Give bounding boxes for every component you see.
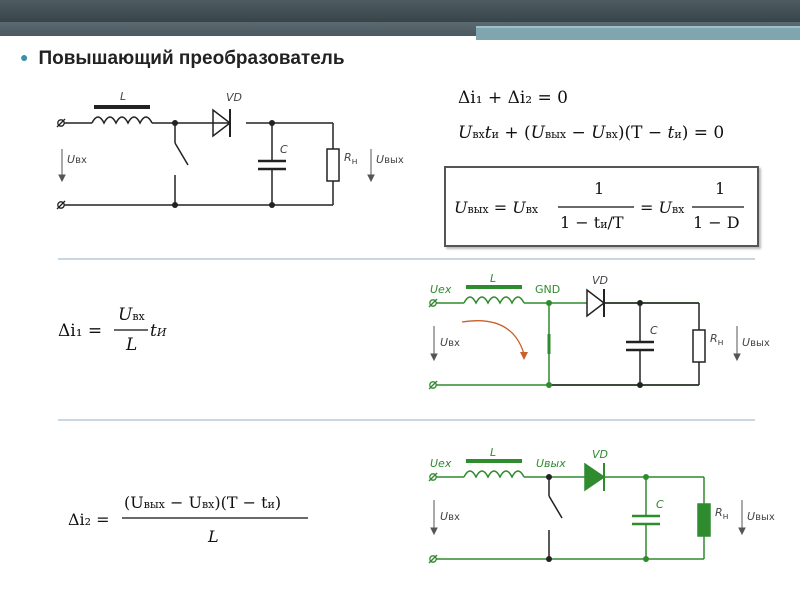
svg-text:tИ: tИ <box>150 321 167 341</box>
svg-text:Uвых = Uвх: Uвых = Uвх <box>454 198 539 217</box>
label-C: C <box>650 324 658 337</box>
label-C: C <box>280 143 288 156</box>
label-Uin: Uвх <box>440 510 460 523</box>
boost-converter-circuit-basic: L VD C Rн Uвх Uвых <box>56 90 404 210</box>
svg-text:Uвхtи + (Uвых − Uвх)(T − tи) =: Uвхtи + (Uвых − Uвх)(T − tи) = 0 <box>458 123 724 143</box>
svg-text:= Uвх: = Uвх <box>640 198 685 217</box>
separator-line-2 <box>58 419 755 421</box>
boost-converter-circuit-switch-on: Uex L GND VD C Rн Uвх Uвых <box>428 272 770 390</box>
svg-text:1: 1 <box>715 179 725 198</box>
svg-text:L: L <box>125 335 137 355</box>
label-Uvyx: Uвых <box>536 457 566 470</box>
equation-delta-i1: Δi₁ = Uвх L tИ <box>58 305 167 355</box>
svg-text:Uвх: Uвх <box>118 305 146 325</box>
label-VD: VD <box>592 448 608 461</box>
inductor-symbol <box>463 296 525 305</box>
boost-converter-circuit-switch-off: Uex L Uвых VD C Rн Uвх Uвых <box>428 446 775 564</box>
resistor-symbol <box>692 329 706 363</box>
svg-text:L: L <box>207 527 219 546</box>
inductor-symbol <box>463 470 525 479</box>
label-Uout: Uвых <box>742 336 770 349</box>
equation-delta-i2: Δi₂ = (Uвых − Uвх)(T − tи) L <box>68 493 308 546</box>
header-bar <box>0 0 800 22</box>
label-Uex: Uex <box>430 457 452 470</box>
inductor-symbol <box>91 116 153 125</box>
label-GND: GND <box>535 283 560 296</box>
svg-text:(Uвых − Uвх)(T − tи): (Uвых − Uвх)(T − tи) <box>124 493 281 512</box>
svg-text:Δi₁ =: Δi₁ = <box>58 321 102 341</box>
diode-symbol <box>584 462 606 492</box>
label-Uout: Uвых <box>747 510 775 523</box>
input-terminals <box>428 298 438 390</box>
svg-text:1: 1 <box>594 179 604 198</box>
svg-text:1 − tи/T: 1 − tи/T <box>560 213 624 232</box>
resistor-symbol <box>697 503 711 537</box>
label-Uex: Uex <box>430 283 452 296</box>
equation-current-balance: Δi₁ + Δi₂ = 0 <box>458 88 568 108</box>
diode-symbol <box>586 288 606 318</box>
label-L: L <box>120 90 126 103</box>
svg-text:Δi₂ =: Δi₂ = <box>68 510 110 529</box>
svg-text:Δi₁ + Δi₂ = 0: Δi₁ + Δi₂ = 0 <box>458 88 568 108</box>
equation-volt-second-balance: Uвхtи + (Uвых − Uвх)(T − tи) = 0 <box>458 123 724 143</box>
input-terminals <box>56 118 66 210</box>
current-flow-arrow <box>461 320 525 355</box>
slide-title: ● Повышающий преобразователь <box>20 48 345 70</box>
diode-symbol <box>212 108 232 138</box>
label-VD: VD <box>592 274 608 287</box>
label-Uin: Uвх <box>67 153 87 166</box>
header-accent-stripe <box>476 26 800 40</box>
label-L: L <box>490 446 496 459</box>
input-terminals <box>428 472 438 564</box>
label-R: Rн <box>344 151 358 167</box>
label-R: Rн <box>715 506 729 522</box>
slide-title-text: Повышающий преобразователь <box>38 48 345 69</box>
svg-text:1 − D: 1 − D <box>693 213 740 232</box>
resistor-symbol <box>326 148 340 182</box>
label-L: L <box>490 272 496 285</box>
label-VD: VD <box>226 91 242 104</box>
separator-line-1 <box>58 258 755 260</box>
label-Uin: Uвх <box>440 336 460 349</box>
label-Uout: Uвых <box>376 153 404 166</box>
bullet-icon: ● <box>20 49 29 65</box>
equation-output-voltage: Uвых = Uвх 1 1 − tи/T = Uвх 1 1 − D <box>454 179 744 232</box>
label-C: C <box>656 498 664 511</box>
label-R: Rн <box>710 332 724 348</box>
